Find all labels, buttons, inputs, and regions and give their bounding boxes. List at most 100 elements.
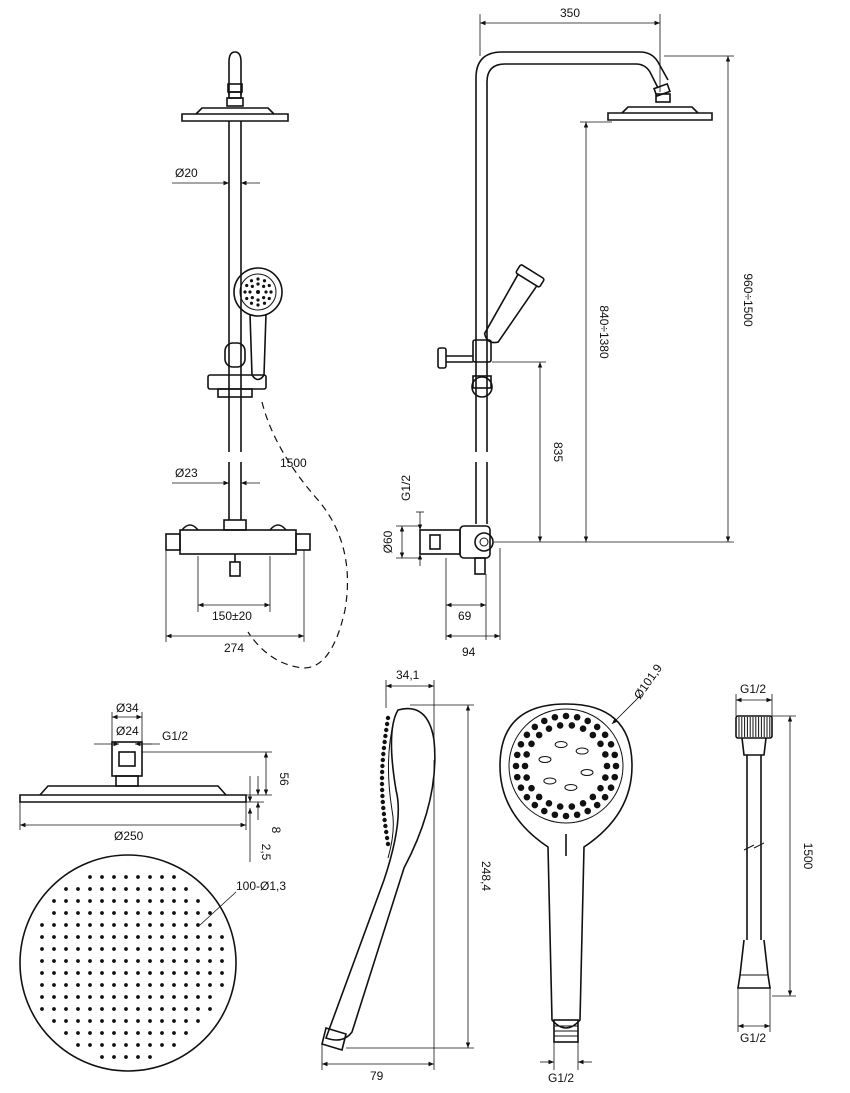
nozzle-dot	[208, 947, 212, 951]
nozzle-dot	[124, 899, 128, 903]
dim-hose-len: 1500	[801, 843, 815, 870]
nozzle-dot	[379, 775, 385, 781]
nozzle-dot	[245, 283, 249, 288]
nozzle-dot	[100, 935, 104, 939]
nozzle-dot	[612, 762, 620, 770]
nozzle-dot	[220, 983, 224, 987]
nozzle-dot	[584, 807, 591, 815]
nozzle-dot	[52, 899, 56, 903]
dim-w341: 34,1	[396, 668, 420, 682]
nozzle-dot	[160, 875, 164, 879]
nozzle-dot	[88, 959, 92, 963]
nozzle-dot	[160, 1007, 164, 1011]
nozzle-dot	[148, 959, 152, 963]
nozzle-dot	[262, 296, 266, 300]
nozzle-dot	[160, 935, 164, 939]
nozzle-dot	[541, 717, 548, 725]
nozzle-dot	[112, 1055, 116, 1059]
nozzle-dot	[528, 740, 535, 748]
nozzle-dot	[52, 911, 56, 915]
nozzle-dot	[76, 923, 80, 927]
front-view: Ø20 Ø23 1500 150±20	[165, 51, 348, 669]
nozzle-dot	[64, 899, 68, 903]
nozzle-dot	[52, 1019, 56, 1023]
rain-head-detail: Ø34 Ø24 G1/2 56 8 2,5 Ø250 100-Ø1,3	[19, 701, 291, 1072]
nozzle-dot	[256, 282, 260, 286]
nozzle-dot	[100, 1007, 104, 1011]
dim-g12-hand: G1/2	[548, 1071, 574, 1085]
nozzle-dot	[136, 887, 140, 891]
nozzle-dot	[64, 947, 68, 951]
nozzle-dot	[196, 947, 200, 951]
nozzle-dot	[52, 947, 56, 951]
nozzle-dot	[76, 959, 80, 963]
nozzle-dot	[76, 1019, 80, 1023]
nozzle-dot	[136, 1031, 140, 1035]
nozzle-dot	[262, 284, 266, 288]
nozzle-dot	[100, 899, 104, 903]
nozzle-dot	[607, 784, 615, 791]
nozzle-dot	[88, 983, 92, 987]
nozzle-dot	[112, 959, 116, 963]
nozzle-dot	[250, 296, 254, 300]
nozzle-dot	[160, 959, 164, 963]
nozzle-dot	[148, 947, 152, 951]
nozzle-dot	[64, 923, 68, 927]
nozzle-slot	[554, 741, 568, 749]
hand-shower-side-nozzles	[379, 715, 391, 847]
nozzle-dot	[541, 807, 548, 815]
dim-d250: Ø250	[114, 829, 144, 843]
nozzle-dot	[136, 971, 140, 975]
nozzle-dot	[379, 781, 385, 787]
dim-d23: Ø23	[175, 466, 198, 480]
nozzle-dot	[380, 757, 386, 763]
nozzle-dot	[602, 774, 609, 781]
nozzle-dot	[88, 935, 92, 939]
nozzle-dot	[64, 887, 68, 891]
dim-h8: 8	[269, 827, 283, 834]
nozzle-dot	[172, 1007, 176, 1011]
dim-g12-head: G1/2	[162, 729, 188, 743]
nozzle-dot	[517, 741, 525, 748]
nozzle-dot	[196, 935, 200, 939]
nozzle-dot	[76, 911, 80, 915]
nozzle-dot	[88, 971, 92, 975]
hand-shower-front: Ø101,9 G1/2	[499, 661, 665, 1085]
nozzle-dot	[568, 803, 576, 810]
nozzle-dot	[383, 823, 388, 829]
dim-h25: 2,5	[259, 844, 273, 861]
nozzle-dot	[249, 301, 254, 305]
nozzle-dot	[160, 887, 164, 891]
nozzle-dot	[172, 887, 176, 891]
nozzle-dot	[76, 983, 80, 987]
nozzle-dot	[535, 731, 543, 739]
nozzle-dot	[52, 971, 56, 975]
nozzle-dot	[172, 971, 176, 975]
nozzle-dot	[88, 947, 92, 951]
nozzle-dot	[124, 983, 128, 987]
nozzle-dot	[384, 721, 390, 727]
nozzle-dot	[384, 727, 389, 733]
nozzle-dot	[124, 1031, 128, 1035]
nozzle-dot	[88, 899, 92, 903]
nozzle-dot	[535, 793, 543, 801]
nozzle-dot	[184, 959, 188, 963]
nozzle-dot	[184, 995, 188, 999]
nozzle-dot	[262, 279, 267, 283]
nozzle-dot	[136, 1019, 140, 1023]
nozzle-dot	[208, 959, 212, 963]
nozzle-dot	[196, 911, 200, 915]
nozzle-dot	[380, 763, 385, 769]
nozzle-dot	[380, 793, 385, 799]
nozzle-dot	[545, 799, 553, 807]
dim-arm: 350	[560, 6, 580, 20]
nozzle-dot	[160, 923, 164, 927]
nozzle-dot	[184, 887, 188, 891]
nozzle-dot	[243, 290, 247, 294]
nozzle-slot	[543, 777, 557, 785]
nozzle-dot	[523, 731, 531, 739]
dim-h840: 840÷1380	[597, 305, 611, 359]
nozzle-dot	[112, 983, 116, 987]
nozzle-dot	[184, 971, 188, 975]
nozzle-dot	[160, 1031, 164, 1035]
